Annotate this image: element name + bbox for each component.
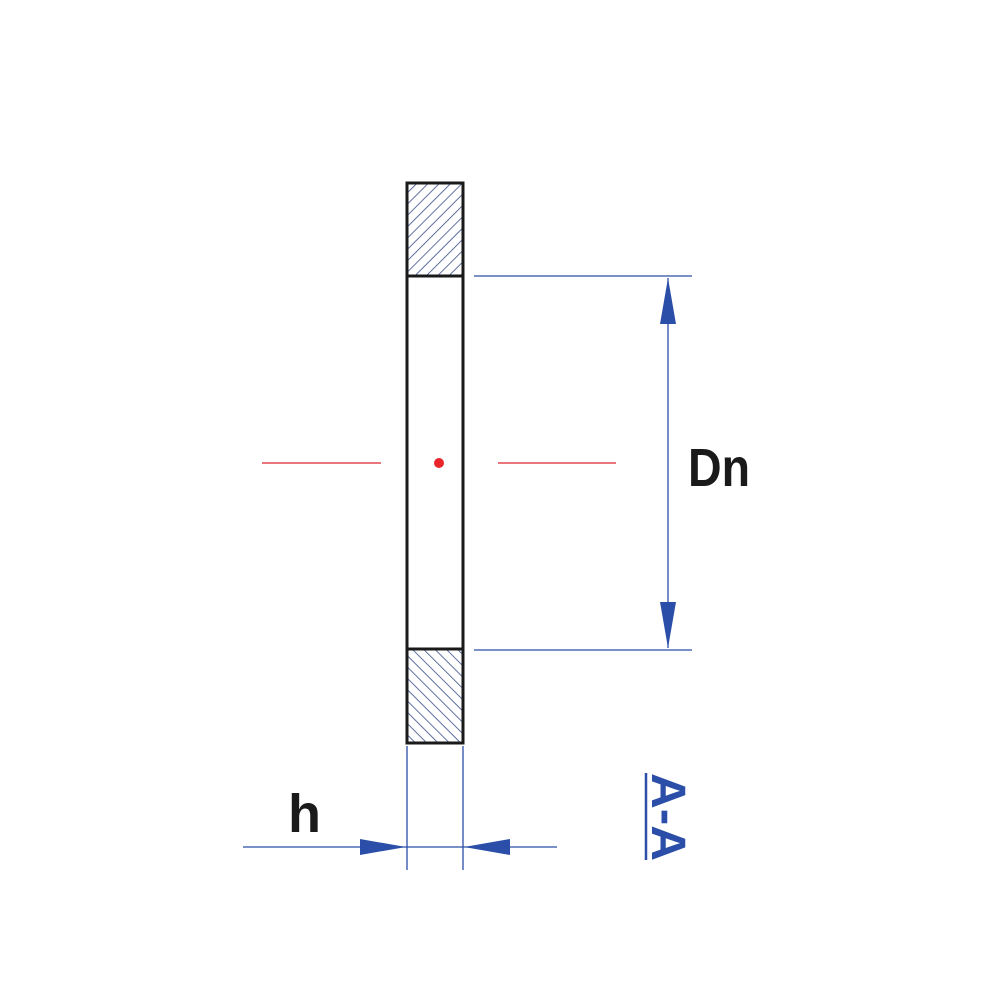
hatched-section-top <box>407 183 463 276</box>
arrow-down-icon <box>660 602 676 648</box>
thickness-dimension <box>243 746 557 870</box>
hatched-section-bottom <box>407 649 463 743</box>
diameter-dimension <box>474 275 692 651</box>
diameter-label: Dn <box>688 438 750 498</box>
section-label: A-A <box>641 773 694 861</box>
arrow-up-icon <box>660 278 676 324</box>
center-point <box>434 458 444 468</box>
part-outline <box>405 181 465 745</box>
arrow-left-icon <box>464 839 510 855</box>
arrow-right-icon <box>360 839 406 855</box>
thickness-label: h <box>288 784 321 844</box>
